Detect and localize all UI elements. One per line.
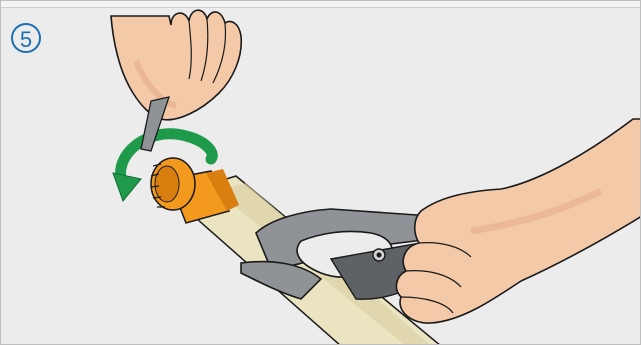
- fitting-nut: [151, 158, 195, 210]
- lower-hand: [396, 119, 641, 323]
